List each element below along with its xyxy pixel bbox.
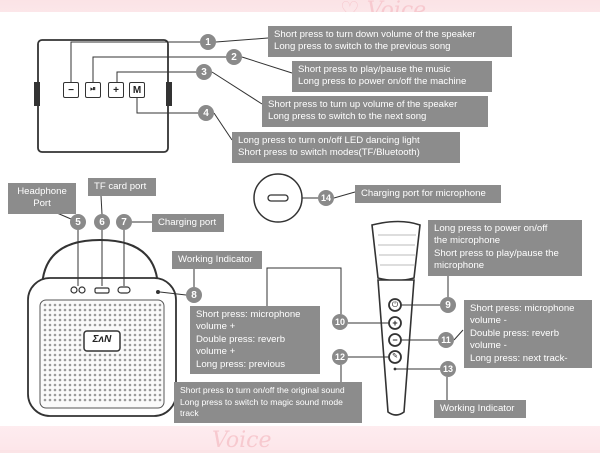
leader-8 — [159, 291, 187, 296]
label-mic-working-indicator: Working Indicator — [434, 400, 526, 419]
callout-2: Short press to play/pause the music Long… — [292, 61, 492, 92]
speaker-logo-frame — [83, 330, 121, 352]
watermark-bottom: Voice — [212, 428, 272, 453]
charging-port-icon — [117, 286, 131, 294]
label-working-indicator: Working Indicator — [172, 251, 262, 270]
tf-card-port-icon — [94, 287, 110, 294]
mic-head-grille — [378, 234, 416, 266]
mic-mode-icon: ✎ — [392, 353, 398, 360]
badge-12: 12 — [332, 349, 348, 365]
speaker-grille — [39, 299, 165, 409]
callout-9: Long press to power on/off the microphon… — [428, 220, 582, 276]
leader-14b — [333, 191, 356, 199]
badge-7: 7 — [116, 214, 132, 230]
callout-3: Short press to turn up volume of the spe… — [262, 96, 488, 127]
plus-button[interactable]: + — [108, 82, 124, 98]
badge-11: 11 — [438, 332, 454, 348]
leader-tf — [100, 195, 103, 215]
mic-minus-icon: − — [392, 335, 398, 345]
label-charging-port: Charging port — [152, 214, 224, 233]
leader-1b — [215, 37, 269, 43]
leader-10b — [266, 267, 342, 314]
label-headphone-port: Headphone Port — [8, 183, 76, 214]
leader-4 — [136, 98, 198, 114]
badge-10: 10 — [332, 314, 348, 330]
headphone-port-icon-2 — [78, 286, 86, 294]
mic-power-icon: ⏻ — [391, 300, 399, 309]
top-device-clip-right — [166, 82, 172, 106]
callout-11: Short press: microphone volume - Double … — [464, 300, 592, 369]
speaker-handle — [41, 238, 159, 291]
badge-1: 1 — [200, 34, 216, 50]
mic-charging-port-icon — [267, 194, 289, 202]
leader-3b — [211, 71, 263, 105]
mic-charging-port-circle — [253, 173, 303, 223]
top-device-clip-left — [34, 82, 40, 106]
leader-11b — [453, 329, 464, 341]
badge-3: 3 — [196, 64, 212, 80]
badge-6: 6 — [94, 214, 110, 230]
mic-head — [371, 220, 421, 282]
callout-4: Long press to turn on/off LED dancing li… — [232, 132, 460, 163]
callout-12: Short press to turn on/off the original … — [174, 382, 362, 423]
speaker-grille-dots — [43, 303, 162, 402]
headphone-port-icon — [70, 286, 78, 294]
leader-1 — [70, 41, 200, 82]
play-pause-button[interactable]: ⏯ — [85, 82, 101, 98]
badge-9: 9 — [440, 297, 456, 313]
leader-2b — [241, 56, 293, 74]
mic-handle — [377, 279, 415, 416]
badge-2: 2 — [226, 49, 242, 65]
mic-plus-icon: + — [392, 318, 398, 328]
mode-button[interactable]: M — [129, 82, 145, 98]
leader-2 — [92, 56, 226, 82]
indicator-led — [156, 290, 160, 294]
mic-indicator-dot — [393, 367, 397, 371]
badge-4: 4 — [198, 105, 214, 121]
badge-8: 8 — [186, 287, 202, 303]
callout-10: Short press: microphone volume + Double … — [190, 306, 320, 375]
speaker-logo: ƩʌN — [92, 334, 112, 345]
callout-1: Short press to turn down volume of the s… — [268, 26, 512, 57]
badge-14: 14 — [318, 190, 334, 206]
leader-4b — [213, 112, 233, 141]
minus-button[interactable]: − — [63, 82, 79, 98]
label-tf-card-port: TF card port — [88, 178, 156, 197]
badge-5: 5 — [70, 214, 86, 230]
badge-13: 13 — [440, 361, 456, 377]
leader-3 — [116, 71, 196, 82]
label-mic-charging-port: Charging port for microphone — [355, 185, 501, 204]
